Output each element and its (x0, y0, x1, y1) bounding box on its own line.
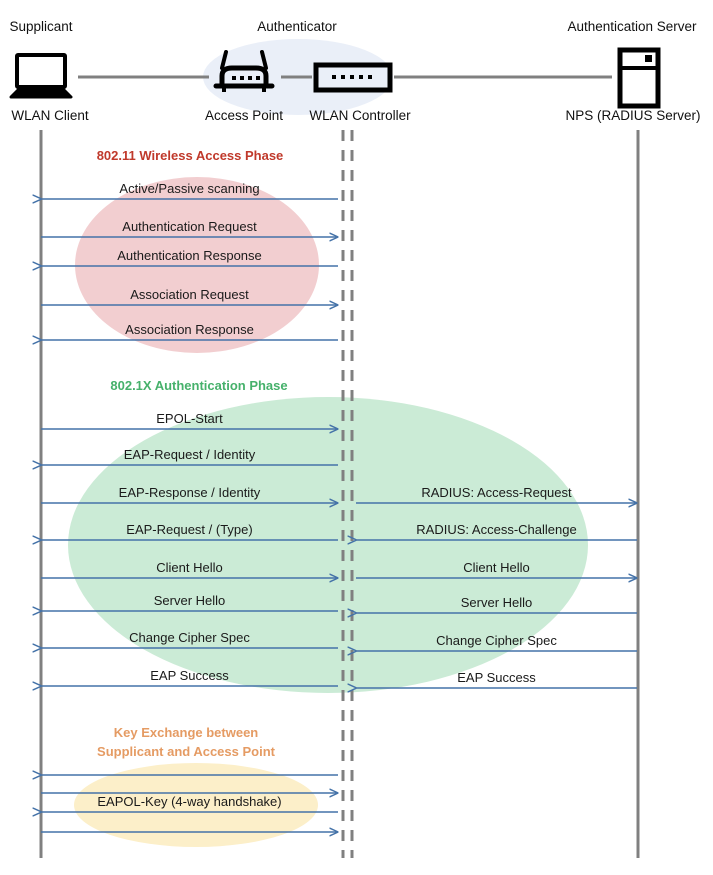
message-label-left-9: Client Hello (156, 560, 223, 575)
lifelines (39, 130, 640, 858)
actor-role-supplicant: Supplicant (9, 19, 73, 34)
device-row (9, 47, 661, 109)
message-label-left-0: Active/Passive scanning (119, 181, 260, 196)
message-label-left-3: Association Request (130, 287, 249, 302)
actor-device-wlan-client: WLAN Client (11, 108, 89, 123)
message-label-right-3: Server Hello (460, 595, 533, 610)
actor-role-authenticator: Authenticator (257, 19, 337, 34)
laptop-icon (9, 53, 73, 99)
message-label-left-6: EAP-Request / Identity (123, 447, 256, 462)
phase-ellipse-key-exchange (74, 763, 318, 847)
message-label-left-2: Authentication Response (117, 248, 262, 263)
message-arrows (41, 199, 637, 832)
wlan-controller-icon (313, 62, 393, 93)
message-label-left-11: Change Cipher Spec (129, 630, 250, 645)
message-label-right-0: RADIUS: Access-Request (421, 485, 572, 500)
message-label-left-4: Association Response (125, 322, 254, 337)
phase-label-line2: Supplicant and Access Point (97, 744, 275, 759)
phase-label-dot1x-authentication: 802.1X Authentication Phase (110, 378, 288, 393)
actor-device-access-point: Access Point (204, 108, 284, 123)
message-label-left-15: EAPOL-Key (4-way handshake) (97, 794, 282, 809)
access-point-icon (213, 50, 275, 92)
phase-ellipses (68, 177, 588, 847)
message-label-left-10: Server Hello (153, 593, 226, 608)
phase-label-wireless-access: 802.11 Wireless Access Phase (96, 148, 284, 163)
message-label-left-7: EAP-Response / Identity (118, 485, 261, 500)
phase-ellipse-wireless-access (75, 177, 319, 353)
server-icon (617, 47, 661, 109)
message-label-left-1: Authentication Request (122, 219, 257, 234)
actor-device-wlan-controller: WLAN Controller (309, 108, 411, 123)
phase-ellipse-dot1x-authentication (68, 397, 588, 693)
message-label-left-5: EPOL-Start (156, 411, 223, 426)
message-label-left-12: EAP Success (150, 668, 229, 683)
message-label-right-5: EAP Success (457, 670, 536, 685)
actor-role-auth-server: Authentication Server (567, 19, 697, 34)
actor-device-nps: NPS (RADIUS Server) (565, 108, 701, 123)
message-label-right-4: Change Cipher Spec (436, 633, 557, 648)
phase-label-line1: Key Exchange between (113, 725, 259, 740)
message-label-right-2: Client Hello (463, 560, 530, 575)
message-label-left-8: EAP-Request / (Type) (126, 522, 253, 537)
message-label-right-1: RADIUS: Access-Challenge (416, 522, 577, 537)
